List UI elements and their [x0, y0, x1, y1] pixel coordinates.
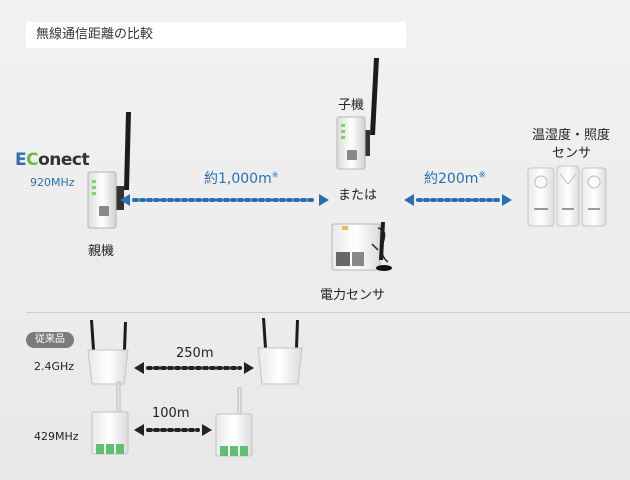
label-parent: 親機: [88, 244, 115, 259]
distance-1000m-value: 約1,000m: [204, 171, 272, 187]
power-sensor-image: [331, 222, 392, 271]
child-unit-image: [336, 58, 379, 170]
module-429-right-image: [215, 387, 253, 457]
distance-1000m: 約1,000m※: [204, 168, 278, 188]
label-power-sensor: 電力センサ: [320, 288, 386, 303]
distance-1000m-note: ※: [271, 170, 279, 180]
distance-200m: 約200m※: [424, 168, 486, 188]
parent-unit-image: [87, 112, 131, 229]
env-sensors-image: [527, 165, 607, 227]
label-freq-429: 429MHz: [34, 430, 79, 443]
conventional-badge: 従来品: [26, 332, 74, 348]
econnect-frequency: 920MHz: [30, 176, 75, 189]
label-freq-24: 2.4GHz: [34, 360, 75, 373]
section-divider: [26, 312, 630, 313]
label-child: 子機: [338, 98, 365, 113]
econnect-logo: EConect: [15, 150, 90, 170]
arrow-200m: [404, 194, 512, 206]
arrow-100m: [134, 424, 212, 436]
label-or: または: [338, 188, 378, 203]
distance-100m: 100m: [152, 406, 190, 421]
router-24-left-image: [87, 320, 129, 385]
distance-200m-value: 約200m: [424, 171, 479, 187]
page-title: 無線通信距離の比較: [26, 22, 406, 48]
router-24-right-image: [257, 318, 303, 385]
arrow-250m: [134, 362, 254, 374]
module-429-left-image: [91, 381, 129, 455]
label-env-sensor-1: 温湿度・照度: [532, 128, 611, 143]
arrow-1000m: [120, 194, 329, 206]
distance-200m-note: ※: [478, 170, 486, 181]
distance-250m: 250m: [176, 346, 214, 361]
label-env-sensor-2: センサ: [552, 146, 592, 161]
